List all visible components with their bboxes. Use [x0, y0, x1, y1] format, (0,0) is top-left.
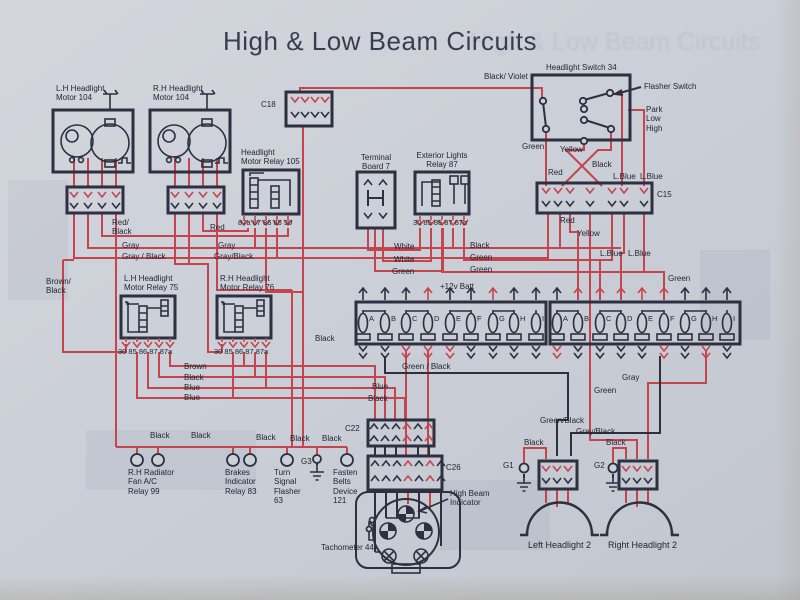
terminal-board-label: Terminal Board 7 — [360, 153, 392, 172]
relay87-pins: 30 85 86 87 87b — [413, 218, 468, 227]
c26-label: C26 — [446, 463, 461, 472]
wire-label: Green — [522, 142, 545, 151]
c15-label: C15 — [657, 190, 672, 199]
rh-motor-label: R.H Headlight Motor 104 — [153, 84, 203, 103]
wire-label: Blue — [184, 393, 201, 402]
fuse-letter: H — [520, 314, 526, 323]
relay76-label: R.H Headlight Motor Relay 76 — [220, 274, 275, 293]
wire-label: Gray/Black — [214, 252, 254, 261]
wire-label: Blue — [184, 383, 201, 392]
wire-label: Green — [470, 265, 493, 274]
relay75-pins: 30 85 86 87 87a — [118, 347, 173, 356]
wire-label: Green — [594, 386, 617, 395]
fuse-letter: I — [733, 314, 736, 323]
wire-label: White — [394, 255, 415, 264]
wire-label: Black — [184, 373, 204, 382]
wire-label: White — [394, 242, 415, 251]
fuse-letter: H — [712, 314, 718, 323]
right-headlight-label: Right Headlight 2 — [608, 540, 678, 550]
wire-label: Gray — [122, 241, 140, 250]
g3-label: G3 — [301, 457, 312, 466]
c18-label: C18 — [261, 100, 276, 109]
fuse-letter: C — [606, 314, 612, 323]
battery-label: +12v Batt — [440, 282, 475, 291]
wire-label: Gray — [218, 241, 236, 250]
wire-label: Brown — [184, 362, 207, 371]
fuse-letter: G — [691, 314, 697, 323]
wire-label: L.Blue — [613, 172, 636, 181]
flasher-switch-label: Flasher Switch — [644, 82, 697, 91]
fuse-letter: F — [477, 314, 482, 323]
wire-label: L.Blue — [600, 249, 623, 258]
wire-label: Gray — [622, 373, 640, 382]
wire-label: Red — [548, 168, 563, 177]
fuse-letter: I — [542, 314, 545, 323]
wire-label: Black — [592, 160, 612, 169]
wire-label: Black — [256, 433, 276, 442]
fuse-letter: E — [648, 314, 654, 323]
lh-motor-label: L.H Headlight Motor 104 — [56, 84, 105, 103]
wire-label: Green — [668, 274, 691, 283]
wire-label: Red/ Black — [112, 218, 132, 237]
wire-label: Black — [524, 438, 544, 447]
wire-label: Black/ Violet — [484, 72, 528, 81]
wire-label: Green / Black — [402, 362, 451, 371]
g1-label: G1 — [503, 461, 514, 470]
switch34-label: Headlight Switch 34 — [546, 63, 617, 72]
radiator-relay-label: R.H Radiator Fan A/C Relay 99 — [128, 468, 175, 496]
g2-label: G2 — [594, 461, 605, 470]
wire-label: Black — [290, 434, 310, 443]
wire-label: Yellow — [577, 229, 600, 238]
fuse-letter: A — [563, 314, 569, 323]
fasten-belts-label: Fasten Belts Device 121 — [333, 468, 358, 506]
fuse-letter: A — [369, 314, 375, 323]
relay105-pins: 87a 87 86 85 30 — [238, 218, 293, 227]
wire-label: Red — [560, 216, 575, 225]
brakes-relay-label: Brakes Indicator Relay 83 — [225, 468, 257, 496]
wire-label: Black — [606, 438, 626, 447]
wire-label: Black — [150, 431, 170, 440]
wire-label: L.Blue — [640, 172, 663, 181]
fuse-letter: E — [456, 314, 462, 323]
wire-label: Green/Black — [540, 416, 585, 425]
wire-label: Green — [470, 253, 493, 262]
wire-label: Black — [470, 241, 490, 250]
relay87-label: Exterior Lights Relay 87 — [416, 151, 468, 170]
switch-positions-label: Park Low High — [646, 105, 663, 133]
relay75-label: L.H Headlight Motor Relay 75 — [124, 274, 179, 293]
turn-flasher-label: Turn Signal Flasher 63 — [274, 468, 301, 506]
fuse-letter: D — [434, 314, 440, 323]
fuse-letter: F — [670, 314, 675, 323]
fuse-letter: G — [499, 314, 505, 323]
wire-label: Black — [368, 394, 388, 403]
relay105-label: Headlight Motor Relay 105 — [241, 148, 300, 167]
wire-label: Black — [322, 434, 342, 443]
left-headlight-label: Left Headlight 2 — [528, 540, 592, 550]
fuse-letter: B — [391, 314, 397, 323]
wire-label: Blue — [372, 382, 389, 391]
fuse-letter: B — [584, 314, 590, 323]
fuse-letter: C — [412, 314, 418, 323]
wire-label: Green — [392, 267, 415, 276]
c22-label: C22 — [345, 424, 360, 433]
wire-label: Black — [191, 431, 211, 440]
wire-label: Red — [210, 223, 225, 232]
high-beam-indicator-label: High Beam Indicator — [450, 489, 490, 508]
wire-label: Gray/Black — [576, 427, 616, 436]
wire-label: Yellow — [560, 145, 583, 154]
relay76-pins: 30 85 86 87 87a — [214, 347, 269, 356]
fuse-letter: D — [627, 314, 633, 323]
wire-label: Gray / Black — [122, 252, 166, 261]
wire-label: Black — [315, 334, 335, 343]
wire-label: L.Blue — [628, 249, 651, 258]
tachometer-label: Tachometer 44 — [321, 543, 374, 552]
wire-label: Brown/ Black — [46, 277, 71, 296]
page-title: High & Low Beam Circuits — [223, 26, 537, 56]
